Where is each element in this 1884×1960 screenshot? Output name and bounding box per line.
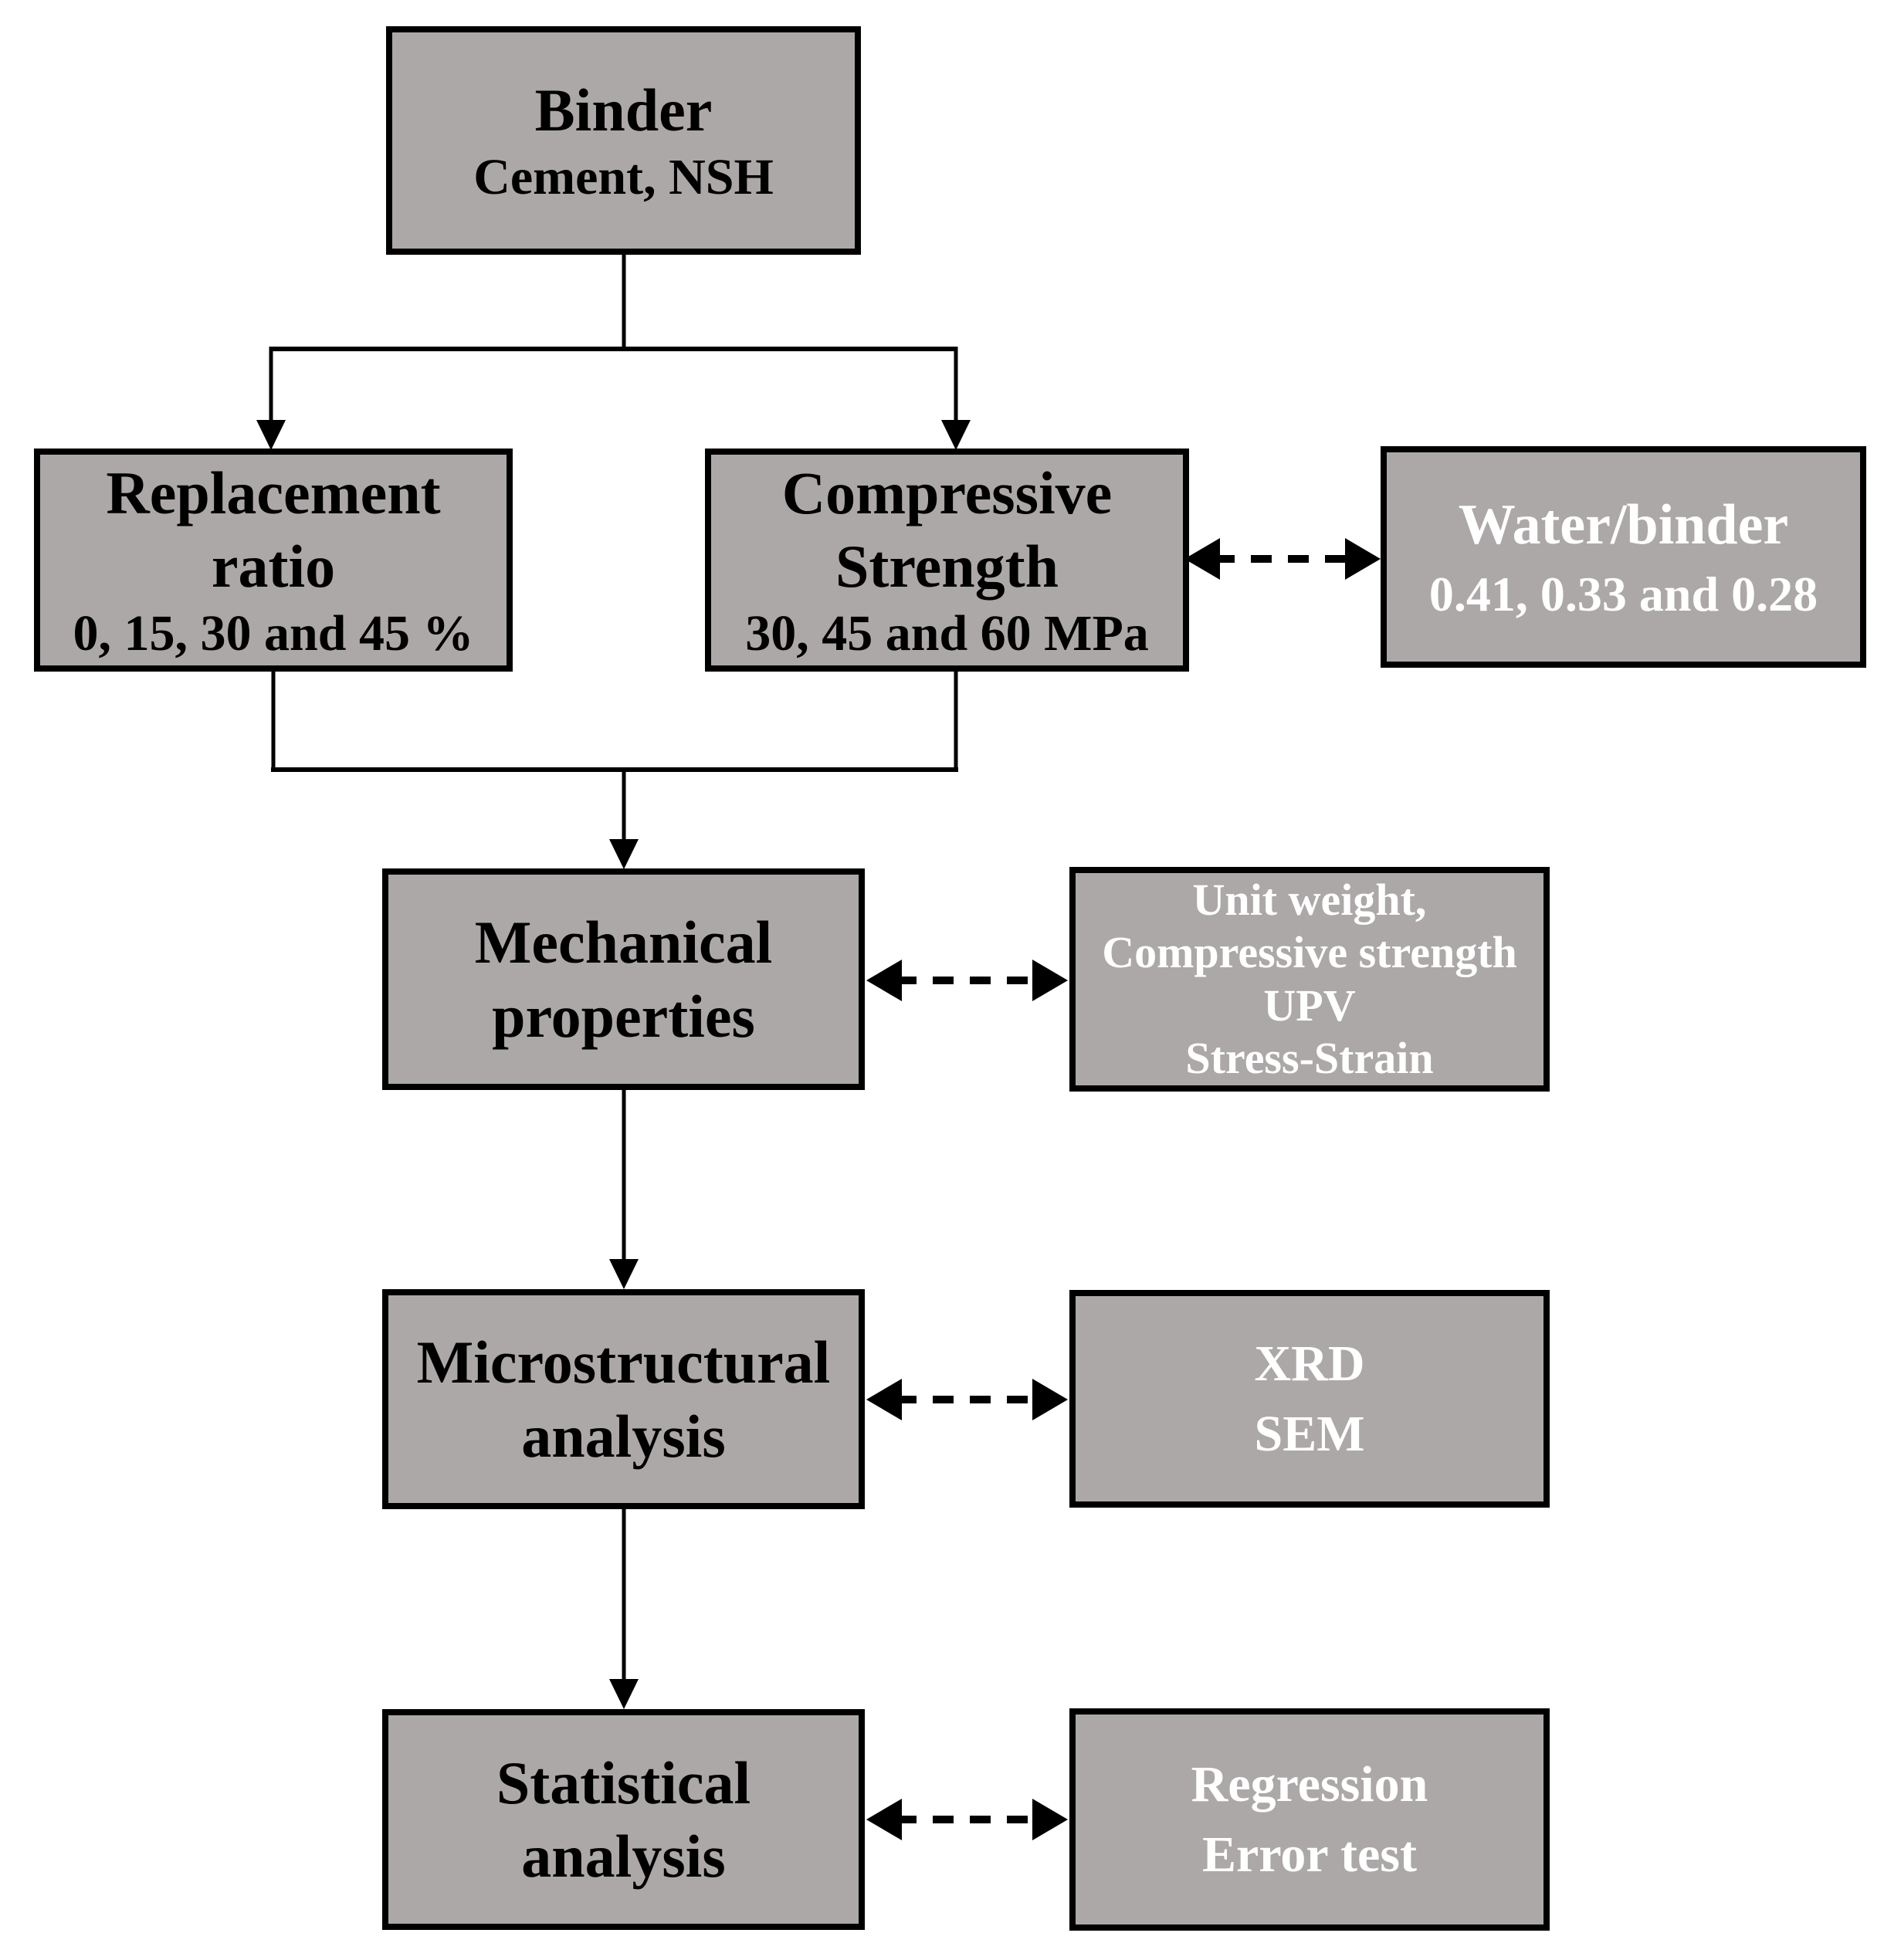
arrowhead-down bbox=[256, 420, 286, 450]
statistical-methods-dashed-arrow bbox=[866, 1799, 1068, 1840]
microstructural-to-statistical-arrow bbox=[609, 1508, 639, 1709]
statistical-methods-box: Regression Error test bbox=[1069, 1708, 1550, 1931]
microstructural-methods-box: XRD SEM bbox=[1069, 1290, 1550, 1508]
arrowhead-right bbox=[1032, 960, 1068, 1001]
box-line: Replacement bbox=[106, 459, 441, 526]
arrowhead-down bbox=[941, 420, 971, 450]
box-line: Stress-Strain bbox=[1185, 1032, 1434, 1083]
mechanical-properties-box: Mechanical properties bbox=[382, 868, 865, 1090]
box-line: 0.41, 0.33 and 0.28 bbox=[1428, 567, 1818, 621]
box-line: analysis bbox=[521, 1402, 726, 1470]
merge-connector bbox=[271, 669, 958, 869]
box-line: UPV bbox=[1263, 980, 1356, 1031]
compressive-water-dashed-arrow bbox=[1184, 538, 1381, 580]
box-line: properties bbox=[492, 982, 755, 1050]
box-line: Error test bbox=[1202, 1826, 1417, 1883]
box-line: Water/binder bbox=[1458, 493, 1789, 557]
box-line: Regression bbox=[1191, 1755, 1428, 1813]
microstructural-analysis-box: Microstructural analysis bbox=[382, 1289, 865, 1509]
statistical-analysis-box: Statistical analysis bbox=[382, 1709, 865, 1930]
box-line: Compressive bbox=[781, 459, 1113, 526]
box-line: Statistical bbox=[496, 1748, 751, 1816]
arrowhead-down bbox=[609, 839, 639, 869]
box-line: XRD bbox=[1254, 1335, 1365, 1392]
microstructural-methods-dashed-arrow bbox=[866, 1379, 1068, 1420]
box-line: SEM bbox=[1254, 1406, 1365, 1462]
arrowhead-right bbox=[1032, 1379, 1068, 1420]
arrowhead-left bbox=[866, 960, 902, 1001]
mechanical-tests-dashed-arrow bbox=[866, 960, 1068, 1001]
water-binder-box: Water/binder 0.41, 0.33 and 0.28 bbox=[1381, 446, 1866, 668]
arrowhead-down bbox=[609, 1259, 639, 1289]
box-line: Mechanical bbox=[474, 909, 773, 977]
box-line: analysis bbox=[521, 1823, 726, 1890]
box-line: Binder bbox=[534, 76, 713, 144]
box-line: ratio bbox=[211, 532, 336, 600]
replacement-ratio-box: Replacement ratio 0, 15, 30 and 45 % bbox=[34, 449, 513, 672]
arrowhead-down bbox=[609, 1679, 639, 1709]
arrowhead-left bbox=[866, 1799, 902, 1840]
arrowhead-right bbox=[1345, 538, 1381, 580]
compressive-strength-box: Compressive Strength 30, 45 and 60 MPa bbox=[705, 449, 1189, 672]
box-line: 30, 45 and 60 MPa bbox=[745, 605, 1149, 662]
binder-box: Binder Cement, NSH bbox=[386, 26, 861, 255]
mechanical-tests-box: Unit weight, Compressive strength UPV St… bbox=[1069, 867, 1550, 1092]
arrowhead-left bbox=[1184, 538, 1220, 580]
box-line: Microstructural bbox=[416, 1329, 831, 1396]
box-line: Strength bbox=[835, 532, 1059, 600]
arrowhead-left bbox=[866, 1379, 902, 1420]
arrowhead-right bbox=[1032, 1799, 1068, 1840]
box-line: Compressive strength bbox=[1102, 927, 1517, 978]
box-line: Unit weight, bbox=[1192, 874, 1427, 925]
box-line: 0, 15, 30 and 45 % bbox=[73, 605, 474, 662]
binder-branch-connector bbox=[256, 252, 971, 450]
box-line: Cement, NSH bbox=[473, 148, 774, 205]
mechanical-to-microstructural-arrow bbox=[609, 1088, 639, 1289]
